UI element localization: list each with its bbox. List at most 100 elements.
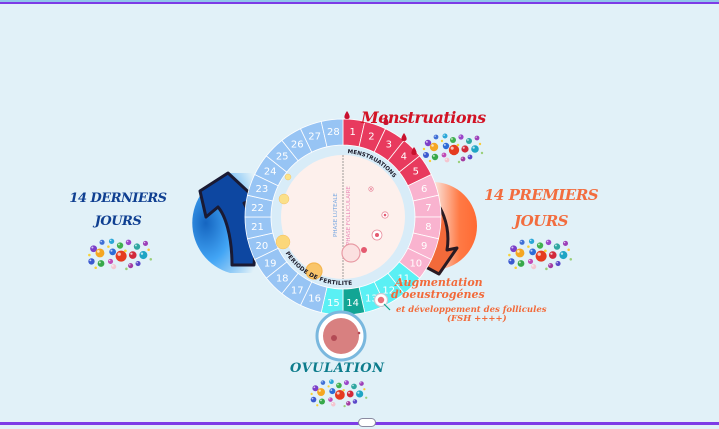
vitamin-bubble-icon bbox=[336, 382, 342, 389]
vitamin-bubble-icon bbox=[456, 143, 460, 147]
vitamin-bubble-icon bbox=[88, 253, 91, 257]
blood-drop-icon bbox=[383, 117, 389, 125]
bottom-scrollbar-handle[interactable] bbox=[358, 418, 376, 427]
vitamin-bubble-highlight bbox=[117, 252, 121, 256]
vitamin-bubble-highlight bbox=[509, 259, 512, 262]
vitamin-bubble-icon bbox=[111, 264, 117, 270]
vitamin-bubble-icon bbox=[514, 266, 517, 270]
vitamin-bubble-highlight bbox=[554, 244, 557, 247]
vitamin-bubble-highlight bbox=[461, 157, 463, 159]
vitamin-bubble-icon bbox=[107, 245, 110, 248]
vitamin-bubble-icon bbox=[441, 152, 447, 158]
vitamin-bubble-highlight bbox=[311, 397, 314, 400]
vitamin-bubble-icon bbox=[139, 251, 148, 260]
vitamin-bubble-highlight bbox=[100, 240, 102, 243]
vitamin-bubble-highlight bbox=[537, 243, 540, 246]
vitamin-bubble-icon bbox=[527, 245, 530, 248]
day-label-25: 25 bbox=[276, 152, 289, 163]
vitamin-bubble-icon bbox=[548, 263, 554, 269]
vitamin-bubble-icon bbox=[460, 156, 466, 162]
day-label-20: 20 bbox=[255, 241, 268, 252]
vitamin-bubble-highlight bbox=[468, 155, 470, 157]
vitamin-bubble-icon bbox=[125, 239, 132, 246]
vitamin-bubble-highlight bbox=[91, 246, 94, 249]
day-label-28: 28 bbox=[327, 127, 340, 138]
day-label-8: 8 bbox=[425, 222, 431, 233]
vitamin-bubble-icon bbox=[458, 134, 464, 140]
vitamin-bubble-icon bbox=[310, 396, 317, 403]
estrogen-note-line1: Augmentation bbox=[395, 276, 483, 289]
vitamin-bubble-highlight bbox=[518, 261, 521, 264]
blood-drop-icon bbox=[411, 147, 417, 155]
top-border-strip bbox=[0, 0, 719, 2]
day-label-9: 9 bbox=[421, 241, 427, 252]
vitamin-bubble-highlight bbox=[337, 383, 339, 386]
vitamin-bubble-icon bbox=[535, 250, 547, 262]
vitamin-bubble-highlight bbox=[313, 386, 316, 389]
vitamin-bubble-highlight bbox=[109, 239, 112, 242]
vitamin-bubble-highlight bbox=[330, 389, 333, 391]
vitamin-bubble-highlight bbox=[318, 389, 321, 392]
vitamin-cluster-menstruations bbox=[422, 133, 484, 164]
vitamin-bubble-icon bbox=[328, 397, 333, 402]
vitamin-bubble-highlight bbox=[331, 402, 334, 405]
vitamin-bubble-highlight bbox=[530, 249, 533, 252]
day-label-27: 27 bbox=[308, 131, 321, 142]
vitamin-bubble-icon bbox=[531, 264, 537, 270]
follicles-note-line2: (FSH ++++) bbox=[447, 314, 507, 324]
vitamin-bubble-icon bbox=[316, 404, 319, 407]
vitamin-bubble-icon bbox=[508, 258, 515, 265]
vitamin-bubble-icon bbox=[450, 137, 456, 143]
vitamin-bubble-icon bbox=[569, 258, 573, 261]
day-label-7: 7 bbox=[425, 203, 431, 214]
vitamin-bubble-icon bbox=[527, 258, 534, 264]
vitamin-bubble-highlight bbox=[110, 249, 113, 252]
vitamin-bubble-highlight bbox=[528, 259, 531, 262]
day-label-12: 12 bbox=[382, 285, 395, 296]
vitamin-bubble-icon bbox=[123, 249, 127, 253]
vitamin-bubble-highlight bbox=[98, 261, 101, 264]
vitamin-bubble-icon bbox=[125, 267, 128, 271]
day-label-24: 24 bbox=[264, 167, 277, 178]
vitamin-bubble-icon bbox=[517, 260, 525, 267]
follicle-dot-3 bbox=[375, 233, 379, 237]
day-label-26: 26 bbox=[291, 140, 304, 151]
vitamin-bubble-icon bbox=[133, 243, 141, 250]
vitamin-bubble-icon bbox=[467, 154, 473, 160]
corpus-luteum-3 bbox=[275, 234, 291, 250]
vitamin-bubble-highlight bbox=[548, 263, 551, 266]
vitamin-bubble-highlight bbox=[357, 391, 360, 394]
vitamin-bubble-highlight bbox=[450, 146, 454, 150]
vitamin-bubble-icon bbox=[442, 133, 448, 139]
right-label-line2: JOURS bbox=[513, 212, 569, 230]
vitamin-bubble-icon bbox=[428, 159, 432, 163]
day-label-3: 3 bbox=[386, 140, 392, 151]
vitamin-cluster-ovulation bbox=[310, 379, 368, 408]
vitamin-bubble-highlight bbox=[537, 252, 541, 256]
blood-drop-icon bbox=[344, 111, 350, 119]
day-label-5: 5 bbox=[413, 167, 419, 178]
vitamin-bubble-highlight bbox=[89, 259, 92, 262]
menstruations-title: Menstruations bbox=[361, 108, 486, 127]
vitamin-bubble-highlight bbox=[108, 259, 111, 262]
vitamin-bubble-icon bbox=[567, 248, 570, 252]
vitamin-bubble-highlight bbox=[546, 240, 549, 243]
vitamin-bubble-icon bbox=[88, 258, 95, 265]
vitamin-bubble-highlight bbox=[472, 146, 475, 149]
vitamin-bubble-highlight bbox=[329, 380, 332, 382]
vitamin-cluster-right bbox=[508, 238, 573, 271]
vitamin-bubble-highlight bbox=[321, 381, 323, 383]
vitamin-bubble-icon bbox=[474, 135, 480, 141]
day-label-2: 2 bbox=[368, 131, 374, 142]
vitamin-bubble-highlight bbox=[451, 138, 453, 140]
vitamin-bubble-highlight bbox=[467, 139, 469, 141]
follicle-icon bbox=[373, 292, 391, 311]
vitamin-bubble-highlight bbox=[336, 391, 340, 395]
phase-follicular-label: PHASE FOLLICULAIRE bbox=[346, 186, 352, 245]
day-label-14: 14 bbox=[346, 298, 359, 309]
day-label-15: 15 bbox=[327, 298, 340, 309]
vitamin-bubble-icon bbox=[448, 144, 460, 156]
vitamin-bubble-highlight bbox=[443, 134, 445, 136]
vitamin-bubble-icon bbox=[317, 388, 326, 397]
vitamin-bubble-icon bbox=[343, 405, 346, 408]
